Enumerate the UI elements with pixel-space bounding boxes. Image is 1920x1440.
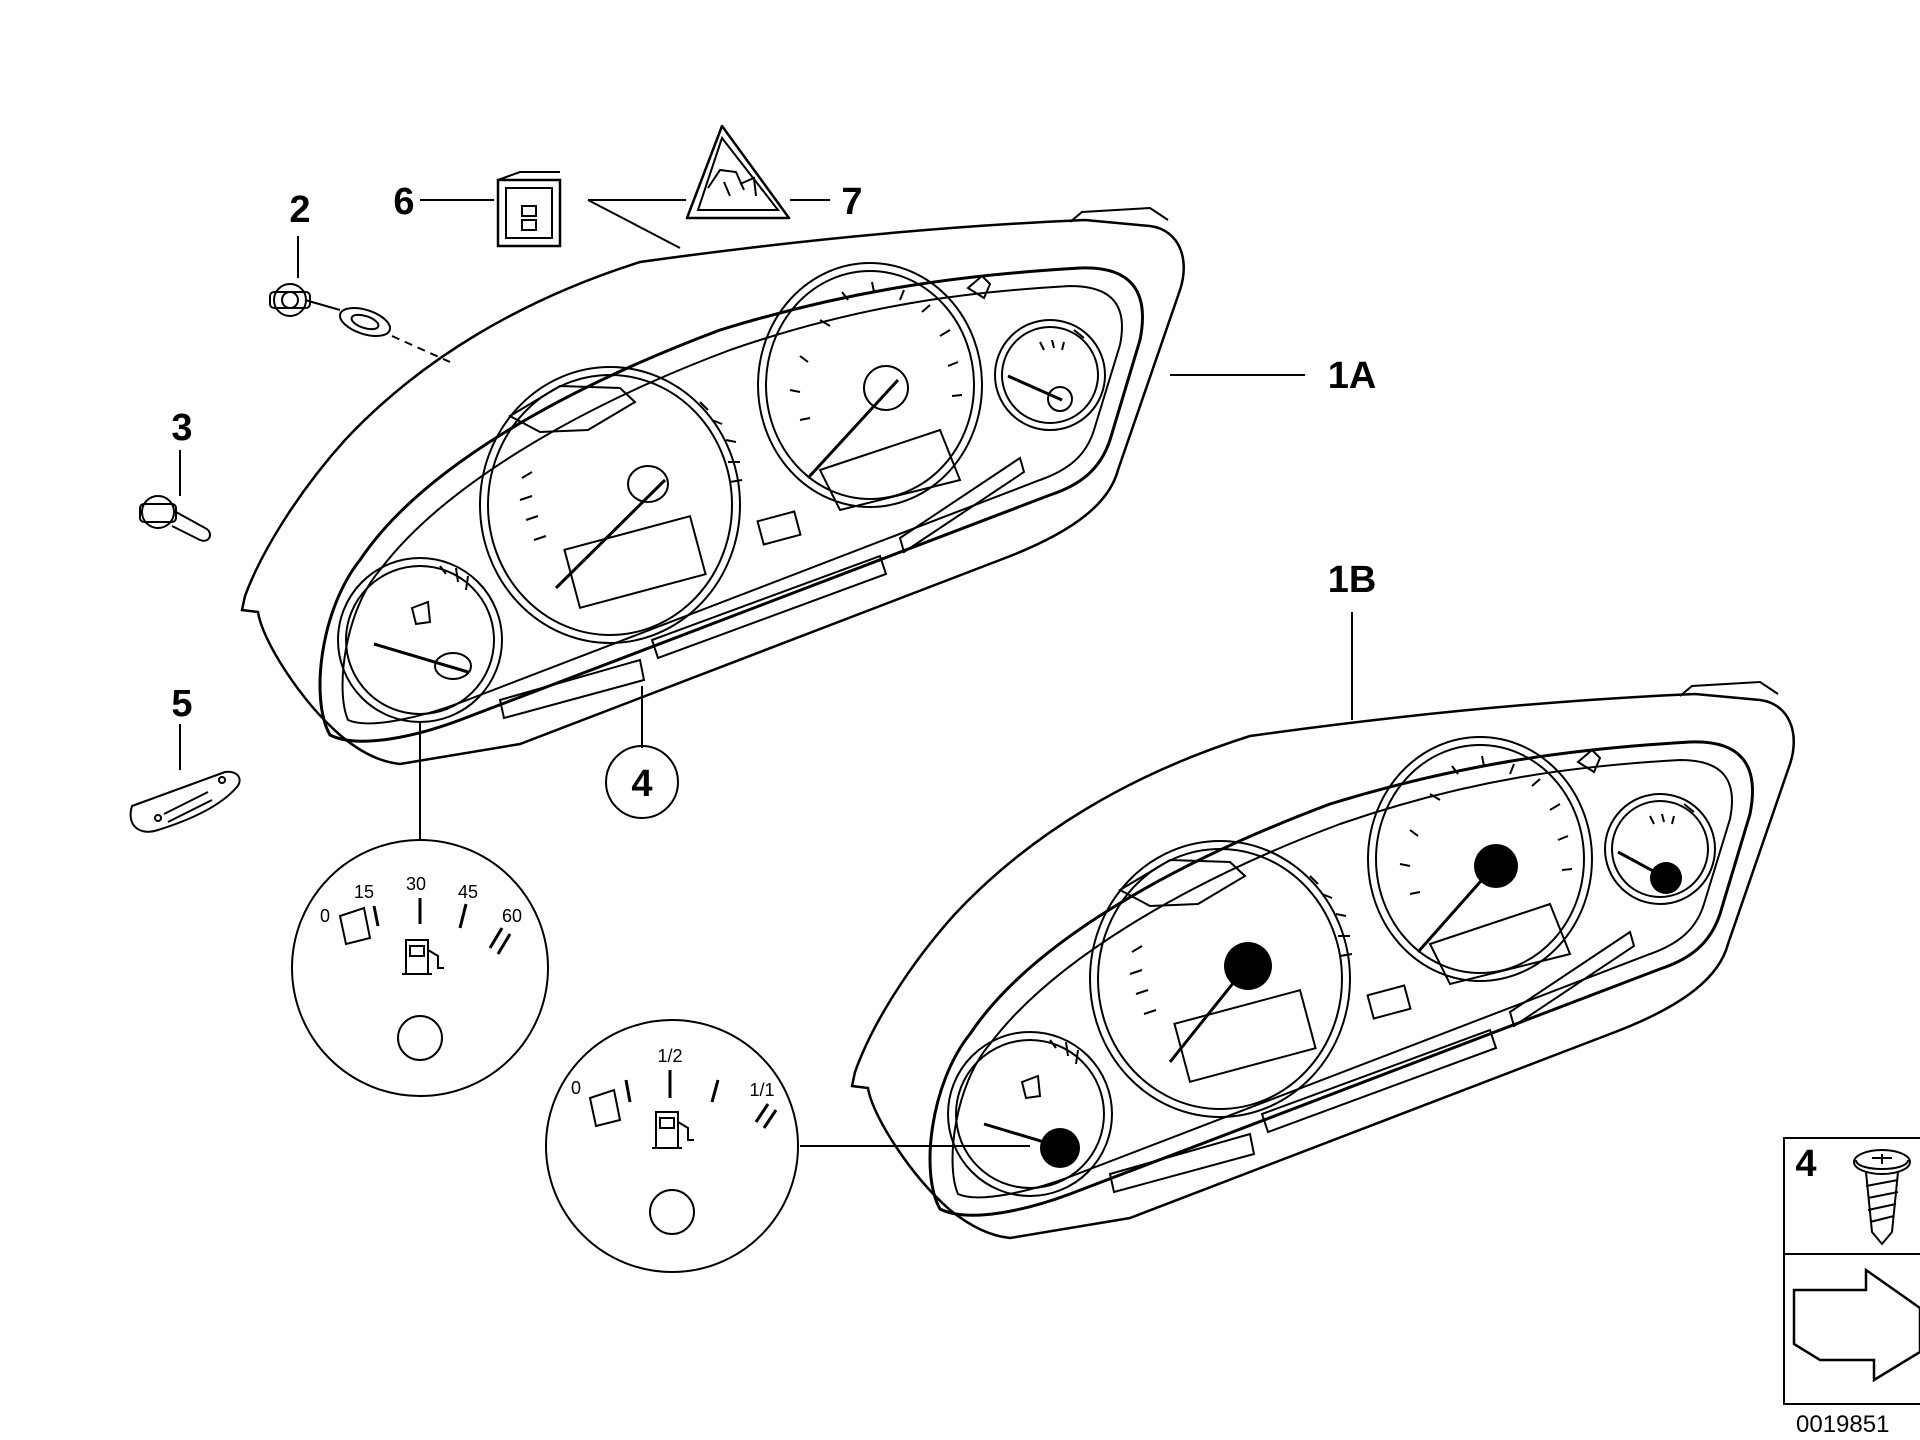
legend-part-number: 4 bbox=[1795, 1143, 1816, 1185]
callout-3: 3 bbox=[171, 407, 192, 449]
callout-4: 4 bbox=[631, 763, 652, 805]
connector-part bbox=[496, 171, 562, 248]
fuel-tick-half: 1/2 bbox=[657, 1046, 682, 1066]
fuel-tick-15: 15 bbox=[354, 882, 374, 902]
callout-4-circle: 4 bbox=[605, 745, 679, 819]
fuel-pump-icon bbox=[652, 1111, 694, 1149]
callout-1a: 1A bbox=[1328, 355, 1377, 397]
fuel-tick-45: 45 bbox=[458, 882, 478, 902]
leader-lines bbox=[179, 199, 1353, 1147]
cover-strip-part bbox=[129, 770, 241, 833]
fuel-gauge-detail-litres: 0 15 30 45 60 bbox=[291, 839, 549, 1097]
fuel-tick-30: 30 bbox=[406, 874, 426, 894]
callout-7: 7 bbox=[841, 181, 862, 223]
callout-2: 2 bbox=[289, 189, 310, 231]
diagram-code: 0019851 bbox=[1796, 1411, 1889, 1438]
legend-box: 4 bbox=[1783, 1137, 1920, 1405]
screw-icon bbox=[1853, 1149, 1911, 1246]
direction-arrow-icon bbox=[1792, 1267, 1920, 1383]
bulb-part bbox=[139, 495, 211, 542]
fuel-tick-0: 0 bbox=[320, 906, 330, 926]
fuel-pump-icon bbox=[402, 939, 444, 975]
fuel-tick-60: 60 bbox=[502, 906, 522, 926]
instrument-cluster-1b bbox=[850, 680, 1795, 1240]
fuel-gauge-detail-fraction: 0 1/2 1/1 bbox=[545, 1019, 799, 1273]
bulb-socket-part bbox=[269, 283, 451, 363]
callout-6: 6 bbox=[393, 181, 414, 223]
instrument-cluster-1a bbox=[240, 206, 1185, 766]
callout-5: 5 bbox=[171, 683, 192, 725]
warning-label-part bbox=[685, 124, 791, 220]
fuel-tick-0: 0 bbox=[571, 1078, 581, 1098]
fuel-tick-full: 1/1 bbox=[749, 1080, 774, 1100]
callout-1b: 1B bbox=[1328, 559, 1377, 601]
